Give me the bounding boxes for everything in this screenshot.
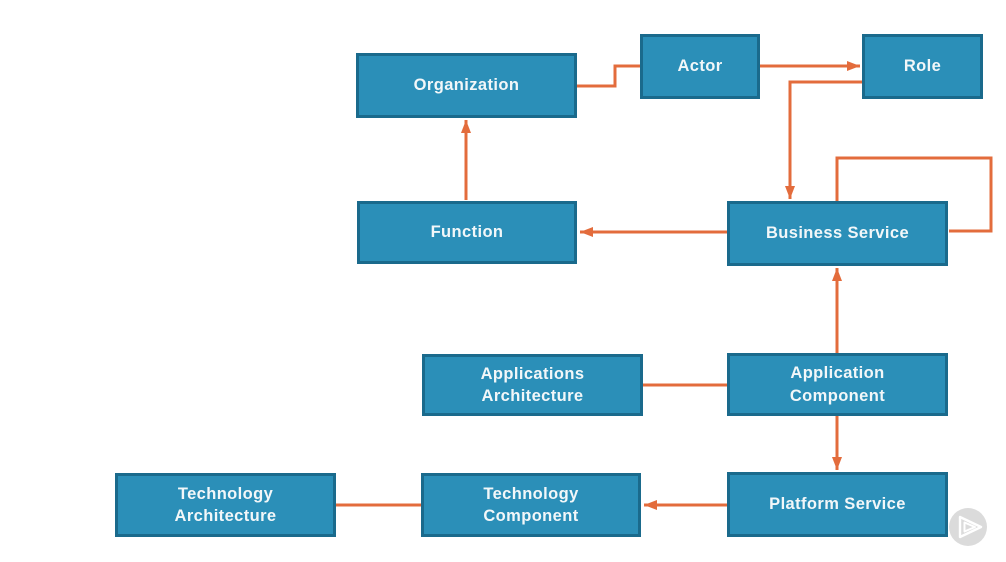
node-applications-architecture-label: Applications Architecture <box>480 364 585 405</box>
node-actor-label: Actor <box>677 57 723 76</box>
node-applications-architecture: Applications Architecture <box>422 354 643 416</box>
node-application-component: Application Component <box>727 353 948 416</box>
node-actor: Actor <box>640 34 760 99</box>
node-role-label: Role <box>903 57 942 76</box>
node-function: Function <box>357 201 577 264</box>
node-platform-service-label: Platform Service <box>769 495 906 514</box>
node-application-component-label: Application Component <box>789 364 886 405</box>
node-platform-service: Platform Service <box>727 472 948 537</box>
play-circle-icon <box>949 508 987 546</box>
node-technology-component-label: Technology Component <box>483 484 579 525</box>
node-organization-label: Organization <box>413 76 520 95</box>
node-function-label: Function <box>430 223 504 242</box>
node-technology-component: Technology Component <box>421 473 641 537</box>
node-organization: Organization <box>356 53 577 118</box>
node-technology-architecture: Technology Architecture <box>115 473 336 537</box>
node-technology-architecture-label: Technology Architecture <box>174 484 277 525</box>
node-business-service: Business Service <box>727 201 948 266</box>
edge-role-business-service <box>785 80 862 199</box>
node-role: Role <box>862 34 983 99</box>
node-business-service-label: Business Service <box>765 224 910 243</box>
play-skip-button[interactable] <box>949 508 987 546</box>
edge-organization-actor <box>577 64 640 88</box>
